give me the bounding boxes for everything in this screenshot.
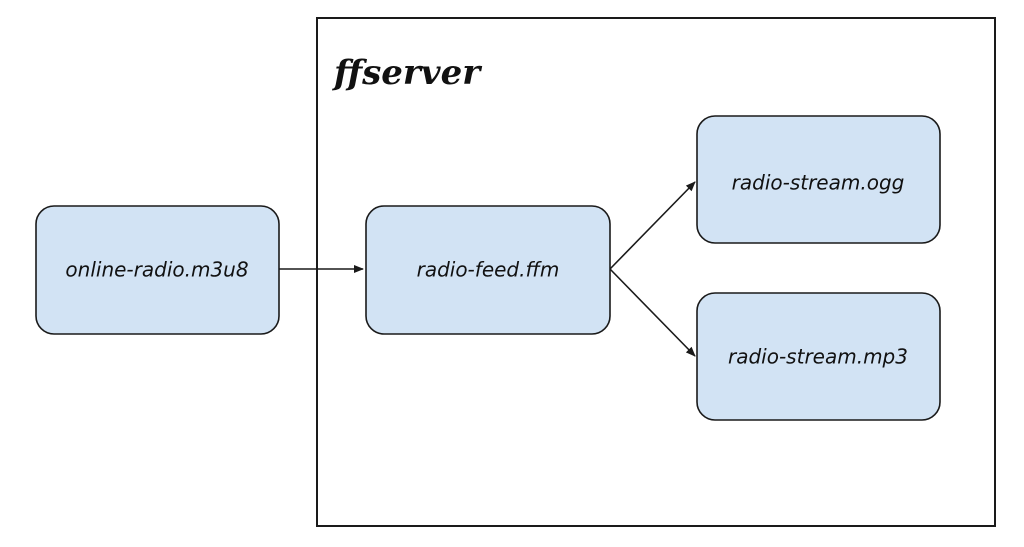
node-online-radio-box [35,205,280,335]
edges [279,181,696,357]
node-radio-stream-mp3: radio-stream.mp3 [696,292,941,421]
edge-feed-to-ogg [609,181,696,270]
node-online-radio: online-radio.m3u8 [35,205,280,335]
node-radio-feed-label: radio-feed.ffm [417,258,560,282]
node-online-radio-label: online-radio.m3u8 [65,258,248,282]
ffserver-title: ffserver [332,53,482,93]
node-radio-stream-mp3-label: radio-stream.mp3 [728,345,908,369]
node-radio-stream-mp3-box [696,292,941,421]
node-radio-feed: radio-feed.ffm [365,205,611,335]
node-radio-stream-ogg-label: radio-stream.ogg [732,171,905,195]
node-radio-stream-ogg: radio-stream.ogg [696,115,941,244]
node-radio-stream-ogg-box [696,115,941,244]
node-radio-feed-box [365,205,611,335]
edge-feed-to-mp3 [609,268,696,357]
